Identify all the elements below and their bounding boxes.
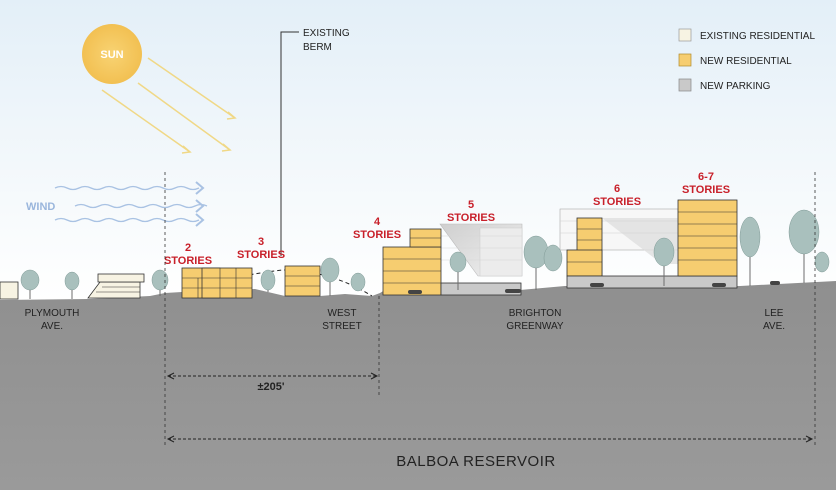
- legend-existing-residential: EXISTING RESIDENTIAL: [700, 31, 815, 42]
- existing-berm-callout: EXISTING BERM: [280, 28, 350, 256]
- label-67-num: 6-7: [698, 171, 714, 183]
- legend-new-residential: NEW RESIDENTIAL: [700, 56, 792, 67]
- building-2-stories: [181, 267, 253, 299]
- car-icon: [408, 281, 780, 294]
- legend-swatch-new-residential: [678, 53, 692, 67]
- label-6-stories: STORIES: [593, 196, 641, 208]
- brighton-greenway-1: BRIGHTON: [509, 308, 562, 319]
- building-4-stories: [382, 228, 522, 296]
- label-3-num: 3: [258, 236, 264, 248]
- label-2-stories: STORIES: [164, 255, 212, 267]
- label-6-num: 6: [614, 183, 620, 195]
- existing-berm-label-2: BERM: [303, 42, 332, 53]
- label-2-num: 2: [185, 242, 191, 254]
- building-3-stories: [284, 265, 321, 297]
- legend-swatch-existing: [678, 28, 692, 42]
- street-labels: PLYMOUTH AVE. WEST STREET BRIGHTON GREEN…: [25, 308, 785, 332]
- parking-east: [566, 275, 738, 289]
- brighton-greenway-2: GREENWAY: [506, 321, 564, 332]
- building-6-stories: [566, 217, 738, 289]
- ground: [0, 281, 836, 490]
- balboa-reservoir-label: BALBOA RESERVOIR: [396, 453, 555, 470]
- sun-rays-icon: [101, 57, 237, 154]
- existing-residential-building: [0, 273, 145, 300]
- plymouth-ave-1: PLYMOUTH: [25, 308, 80, 319]
- sun-label: SUN: [100, 49, 123, 61]
- sun-icon: SUN: [82, 24, 142, 84]
- wind-arrows-icon: [54, 181, 208, 227]
- parking-west: [440, 282, 522, 296]
- label-5-stories: STORIES: [447, 212, 495, 224]
- extension-lines: [164, 172, 816, 448]
- dimension-205-label: ±205': [257, 381, 284, 393]
- west-street-1: WEST: [328, 308, 357, 319]
- label-67-stories: STORIES: [682, 184, 730, 196]
- tree-trunks: [29, 254, 805, 299]
- label-4-num: 4: [374, 216, 381, 228]
- label-4-stories: STORIES: [353, 229, 401, 241]
- label-3-stories: STORIES: [237, 249, 285, 261]
- wind-label: WIND: [26, 201, 55, 213]
- existing-berm-label-1: EXISTING: [303, 28, 350, 39]
- legend: EXISTING RESIDENTIAL NEW RESIDENTIAL NEW…: [678, 28, 815, 92]
- dimension-205: [166, 372, 379, 380]
- dimension-balboa: [166, 435, 814, 443]
- building-6-7-stories: [677, 199, 738, 277]
- lee-ave-2: AVE.: [763, 321, 785, 332]
- plymouth-ave-2: AVE.: [41, 321, 63, 332]
- legend-swatch-new-parking: [678, 78, 692, 92]
- lee-ave-1: LEE: [765, 308, 784, 319]
- legend-new-parking: NEW PARKING: [700, 81, 771, 92]
- label-5-num: 5: [468, 199, 474, 211]
- story-labels: 2 STORIES 3 STORIES 4 STORIES 5 STORIES …: [164, 171, 730, 267]
- west-street-2: STREET: [322, 321, 361, 332]
